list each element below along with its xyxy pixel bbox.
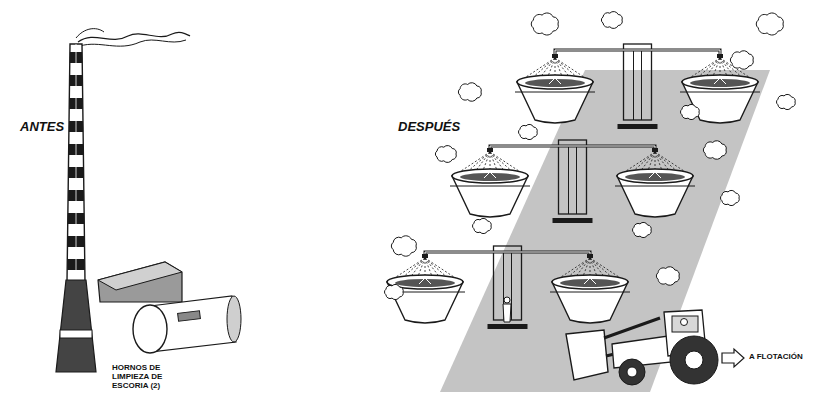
slag-surface xyxy=(625,173,685,181)
slag-surface xyxy=(560,279,620,287)
slag-crust xyxy=(714,78,726,84)
steam-cloud xyxy=(384,284,403,299)
steam-cloud xyxy=(680,104,699,119)
smoke-plume xyxy=(80,40,186,46)
support-post xyxy=(576,146,577,214)
steam-cloud xyxy=(730,51,753,70)
support-foot xyxy=(618,124,658,129)
after-scene xyxy=(384,12,795,392)
steam-cloud xyxy=(601,12,622,29)
pot-trunnion xyxy=(450,186,530,187)
chimney-stack xyxy=(67,44,85,282)
driver-head xyxy=(681,319,688,326)
operator-body xyxy=(503,304,511,322)
front-hub xyxy=(627,367,637,377)
pot-trunnion xyxy=(680,92,760,93)
cylinder-end xyxy=(227,296,241,342)
support-foot xyxy=(553,218,593,223)
water-pipe xyxy=(555,50,720,56)
water-pipe-inner xyxy=(425,252,590,256)
steam-cloud xyxy=(518,124,537,139)
caption-label: HORNOS DE LIMPIEZA DE ESCORIA (2) xyxy=(112,364,178,390)
chimney-line xyxy=(76,44,77,282)
steam-cloud xyxy=(458,83,481,102)
front-wheel xyxy=(619,359,645,385)
furnace-roof xyxy=(98,262,182,290)
support-frame xyxy=(624,44,652,120)
smoke-plume xyxy=(76,29,104,38)
pot-rim xyxy=(452,169,528,183)
panel-heading: ANTES xyxy=(20,120,64,134)
slag-crust xyxy=(649,172,661,178)
furnace-house xyxy=(98,262,182,302)
before-scene xyxy=(56,29,241,372)
slag-surface xyxy=(460,173,520,181)
water-pipe-inner xyxy=(490,146,655,150)
support-post xyxy=(568,146,569,214)
slag-crust xyxy=(549,78,561,84)
cylinder-hatch xyxy=(178,311,201,322)
water-pipe xyxy=(490,146,655,150)
shadow-band xyxy=(440,70,770,392)
chimney-band xyxy=(60,330,92,338)
operator-head xyxy=(504,297,510,303)
steam-cloud xyxy=(720,190,739,205)
steam-cloud xyxy=(391,236,416,256)
water-pipe xyxy=(425,252,590,256)
cab-window xyxy=(672,316,698,332)
slag-crust xyxy=(484,172,496,178)
steam-cloud xyxy=(632,222,651,237)
loader-tractor xyxy=(566,310,718,385)
pot-trunnion xyxy=(515,92,595,93)
spray-nozzle xyxy=(587,254,593,258)
steam-cloud xyxy=(531,13,558,35)
loader-bucket xyxy=(566,330,608,380)
slag-surface xyxy=(395,279,455,287)
panel-heading: DESPUÉS xyxy=(398,120,460,134)
spray-nozzle xyxy=(487,148,493,152)
chimney-base xyxy=(56,280,96,372)
steam-cloud xyxy=(776,94,795,109)
slag-crust xyxy=(419,278,431,284)
caption-label: A FLOTACIÓN xyxy=(749,353,803,362)
rear-hub xyxy=(685,351,703,369)
support-post xyxy=(633,50,634,120)
water-pipe-inner xyxy=(555,50,720,56)
pot-trunnion xyxy=(550,292,630,293)
flow-arrow xyxy=(722,349,744,367)
smoke-plume xyxy=(78,32,190,42)
cylinder-face xyxy=(133,305,167,353)
steam-cloud xyxy=(656,267,679,286)
pot-rim xyxy=(552,275,628,289)
support-frame xyxy=(559,140,587,214)
slag-surface xyxy=(690,79,750,87)
spray-nozzle xyxy=(652,148,658,152)
spray-nozzle xyxy=(717,54,723,58)
pot-rim xyxy=(617,169,693,183)
pot-rim xyxy=(517,75,593,89)
steam-cloud xyxy=(703,141,726,160)
steam-cloud xyxy=(435,146,456,163)
spray-nozzle xyxy=(422,254,428,258)
slag-surface xyxy=(525,79,585,87)
support-foot xyxy=(488,324,528,329)
steam-cloud xyxy=(756,13,783,35)
steam-cloud xyxy=(472,218,491,233)
support-post xyxy=(641,50,642,120)
slag-crust xyxy=(584,278,596,284)
pot-trunnion xyxy=(615,186,695,187)
spray-nozzle xyxy=(552,54,558,58)
pot-rim xyxy=(682,75,758,89)
rear-wheel xyxy=(670,336,718,384)
